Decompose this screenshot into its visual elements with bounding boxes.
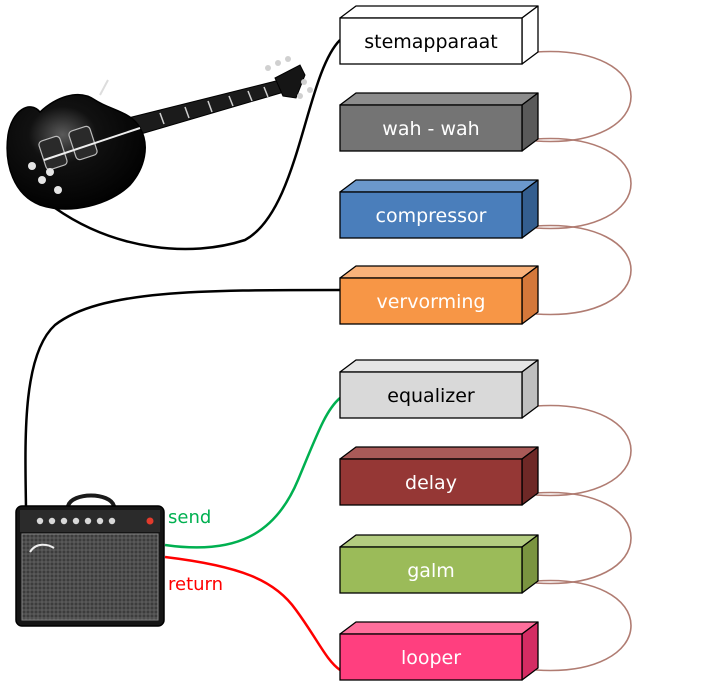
patch-cable: [535, 404, 632, 497]
effect-box-wah-wah: wah - wah: [339, 92, 539, 152]
effect-box-equalizer: equalizer: [339, 359, 539, 419]
patch-cable: [535, 224, 632, 316]
send-cable: [164, 397, 341, 549]
effect-label: wah - wah: [382, 118, 479, 140]
cables: [24, 39, 341, 672]
effect-label: equalizer: [387, 385, 475, 407]
effect-label: galm: [407, 560, 455, 582]
effect-box-stemapparaat: stemapparaat: [339, 5, 539, 65]
electric-guitar-icon: [6, 56, 313, 210]
effect-box-compressor: compressor: [339, 179, 539, 239]
effect-box-delay: delay: [339, 446, 539, 506]
effect-label: delay: [405, 472, 457, 494]
amp-input-cable: [24, 288, 341, 509]
guitar-cable: [54, 39, 341, 251]
return-cable: [164, 555, 341, 672]
effect-label: vervorming: [377, 291, 486, 313]
patch-cable: [535, 137, 632, 230]
effect-label: looper: [401, 647, 461, 669]
guitar-amplifier-icon: [15, 493, 165, 627]
patch-cable: [535, 50, 632, 143]
effect-label: stemapparaat: [364, 31, 498, 53]
effect-box-looper: looper: [339, 621, 539, 681]
effect-label: compressor: [376, 205, 487, 227]
effect-box-vervorming: vervorming: [339, 265, 539, 325]
send-label: send: [168, 507, 211, 528]
patch-links: [535, 50, 632, 672]
return-label: return: [168, 574, 223, 595]
effect-box-galm: galm: [339, 534, 539, 594]
effect-boxes: stemapparaat wah - wah compressor vervormin…: [339, 5, 539, 681]
patch-cable: [535, 491, 632, 585]
patch-cable: [535, 579, 632, 672]
